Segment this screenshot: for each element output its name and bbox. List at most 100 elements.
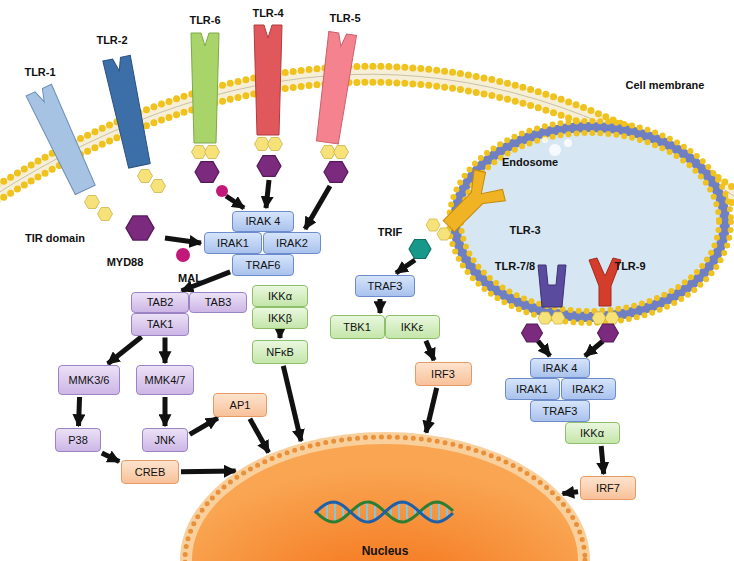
protein-box: IKKα [252,285,308,307]
part-label: TIR domain [25,232,85,244]
node-text: IRAK2 [572,383,604,395]
signal-arrow [585,341,603,356]
vesicle-bubble [564,139,572,147]
myd88-adaptor [522,324,543,342]
tir-domain [138,170,153,183]
part-label: TLR-1 [24,66,55,78]
trif-adaptor [409,239,431,258]
part-label: TLR-7/8 [495,260,535,272]
node-text: IRAK 4 [543,362,578,374]
tir-domain [98,208,113,221]
node-text: IKKα [268,290,292,302]
dna-rung [398,502,400,521]
signal-arrow [181,469,236,475]
part-label: MYD88 [107,256,144,268]
tir-domain [605,312,619,324]
protein-box: P38 [55,428,101,452]
protein-box: JNK [142,428,188,452]
node-text: CREB [135,466,166,478]
tlr5-receptor [313,32,356,145]
node-text: TAK1 [147,318,174,330]
protein-box: IRF7 [580,476,636,500]
tir-domain [85,196,100,209]
protein-box: IRAK2 [263,232,321,254]
tir-domain [268,138,283,151]
endosomal-receptors [433,165,621,307]
nuclear-pores [185,437,585,561]
signal-arrow [396,260,415,273]
nucleoplasm [192,444,578,561]
protein-box: NFκB [252,340,308,364]
signal-arrow [278,331,283,338]
part-label: MAL [178,272,202,284]
protein-box: IRAK 4 [530,358,590,378]
tir-domain [437,228,451,240]
tir-domain [334,146,349,159]
part-label: TLR-4 [252,7,283,19]
signal-arrow [79,397,80,426]
endosome [449,121,731,323]
signal-arrow [538,341,550,356]
protein-box: AP1 [213,393,267,417]
protein-box: TAB2 [131,292,189,313]
protein-box: IKKα [565,422,620,444]
endosome-membrane [455,127,725,317]
part-label: TLR-9 [614,260,645,272]
protein-box: IKKε [385,315,440,339]
protein-box: IRAK2 [561,378,616,400]
signal-arrow [226,196,244,208]
node-text: TRAF3 [368,280,403,292]
vesicle-bubble [549,144,561,156]
protein-box: CREB [121,460,179,484]
dna-strand [315,502,453,522]
myd88-adaptor [257,156,281,177]
tlr3-receptor [433,165,509,241]
node-text: IRAK 4 [246,215,281,227]
node-text: NFκB [266,346,294,358]
signal-arrow [165,238,201,243]
node-text: IKKβ [268,312,292,324]
nucleus-region: Nucleus [180,432,590,561]
part-label: TLR-5 [329,12,360,24]
myd88-adaptor [126,216,154,240]
myd88-adaptors [126,156,619,342]
node-text: IRF7 [596,482,620,494]
signal-arrow [426,341,434,360]
protein-box: IRAK 4 [232,211,294,232]
signal-arrow [283,366,301,441]
tlr1-receptor [26,84,98,196]
tir-domain [426,219,440,231]
node-text: TBK1 [343,321,371,333]
myd88-adaptor [195,162,219,183]
protein-box: IRF3 [415,362,472,386]
tir-domain [538,312,552,324]
protein-box: TRAF3 [530,400,590,422]
node-text: IRF3 [431,368,455,380]
membrane-heads [461,133,719,311]
node-text: MMK3/6 [69,374,110,386]
nuclear-envelope [180,432,590,561]
signal-arrow [163,338,168,364]
node-text: Nucleus [362,544,409,558]
protein-box: IRAK1 [204,232,262,254]
signal-arrow [102,453,119,462]
dna-rung [406,503,408,521]
tlr78-receptor [538,265,566,307]
signal-arrow [562,492,578,494]
tir-domain [551,312,565,324]
signal-arrow [305,186,330,229]
part-label: TRIF [378,226,402,238]
dna-rung [326,504,328,521]
tir-domains [85,138,620,325]
surface-receptors [26,25,356,196]
node-text: TRAF6 [246,259,281,271]
mal-adaptor [176,248,190,262]
signal-arrow [601,446,604,474]
protein-box: IKKβ [252,307,308,329]
myd88-adaptor [324,162,348,183]
dna-rung [366,502,368,522]
node-text: JNK [155,434,176,446]
protein-box: TAK1 [131,313,189,336]
dna-rung [374,504,376,520]
